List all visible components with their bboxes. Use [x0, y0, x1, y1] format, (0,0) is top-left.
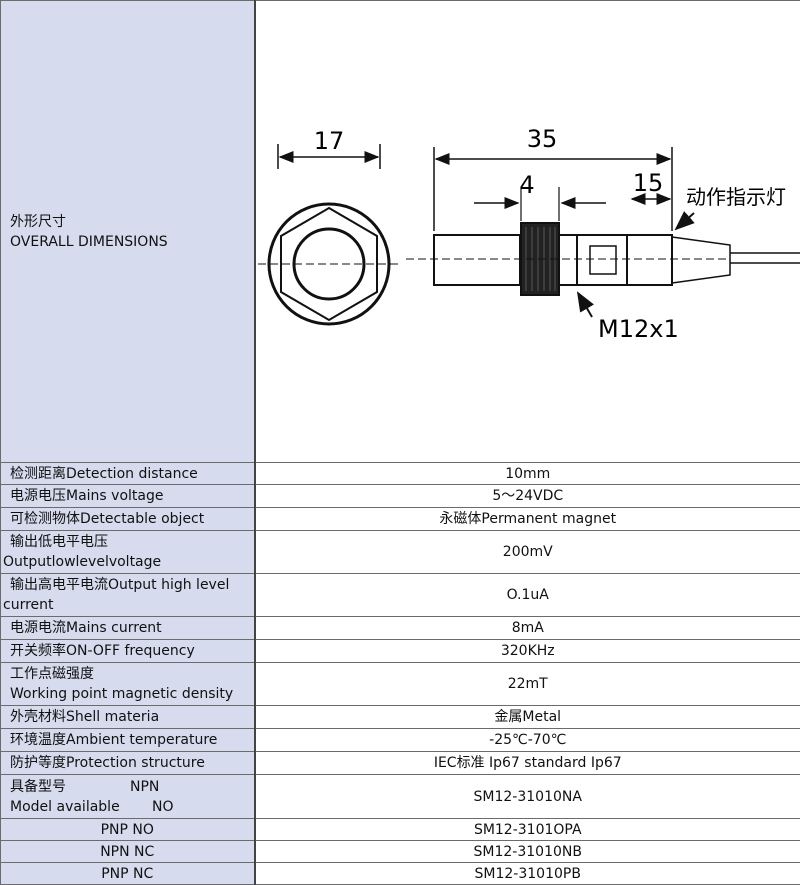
- spec-row: 外壳材料Shell materia 金属Metal: [0, 705, 800, 729]
- spec-label: 检测距离Detection distance: [10, 465, 198, 482]
- spec-row: 输出高电平电流Output high level current O.1uA: [0, 573, 800, 617]
- model-type: PNP NC: [101, 865, 154, 882]
- spec-label-line2: current: [3, 597, 54, 613]
- model-value: SM12-31010PB: [254, 862, 800, 885]
- model-type-b: NO: [152, 798, 174, 815]
- model-type: PNP NO: [100, 821, 154, 838]
- thread-label: M12x1: [598, 315, 679, 343]
- dim-length-label: 35: [526, 125, 557, 153]
- spec-value: 永磁体Permanent magnet: [254, 507, 800, 531]
- spec-row: 开关频率ON-OFF frequency 320KHz: [0, 639, 800, 663]
- spec-row: 输出低电平电压 Outputlowlevelvoltage 200mV: [0, 530, 800, 574]
- model-type-a: NPN: [130, 778, 160, 795]
- spec-label: 电源电压Mains voltage: [10, 488, 164, 504]
- spec-row: 环境温度Ambient temperature -25℃-70℃: [0, 728, 800, 752]
- front-view: 17: [257, 127, 400, 326]
- spec-value: O.1uA: [254, 573, 800, 617]
- spec-row: 检测距离Detection distance 10mm: [0, 462, 800, 485]
- dim-width-label: 17: [313, 127, 344, 155]
- spec-label-line2: Outputlowlevelvoltage: [3, 554, 162, 570]
- spec-value: 5～24VDC: [254, 484, 800, 508]
- spec-label: 开关频率ON-OFF frequency: [10, 643, 195, 659]
- model-value: SM12-3101OPA: [254, 818, 800, 841]
- spec-value: 22mT: [254, 662, 800, 706]
- spec-value: 200mV: [254, 530, 800, 574]
- spec-label: 电源电流Mains current: [10, 620, 162, 636]
- model-head-cn: 具备型号: [10, 778, 66, 795]
- spec-label-line1: 输出低电平电压: [10, 534, 108, 550]
- model-row: 具备型号 NPN Model available NO SM12-31010NA: [0, 774, 800, 819]
- spec-label-line2: Working point magnetic density: [10, 686, 234, 702]
- spec-row: 电源电压Mains voltage 5～24VDC: [0, 484, 800, 508]
- spec-value: 8mA: [254, 616, 800, 640]
- dimensions-drawing-cell: 17 35 4: [254, 0, 800, 463]
- indicator-label: 动作指示灯: [686, 185, 786, 209]
- spec-value: 10mm: [254, 462, 800, 485]
- spec-row: 可检测物体Detectable object 永磁体Permanent magn…: [0, 507, 800, 531]
- spec-label-line1: 工作点磁强度: [10, 666, 94, 682]
- spec-value: 320KHz: [254, 639, 800, 663]
- spec-row: 防护等度Protection structure IEC标准 Ip67 stan…: [0, 751, 800, 775]
- dimension-drawing: 17 35 4: [257, 125, 800, 343]
- model-row: NPN NC SM12-31010NB: [0, 840, 800, 863]
- dimensions-label-en: OVERALL DIMENSIONS: [10, 233, 168, 250]
- dim-nut-label: 4: [519, 171, 534, 199]
- model-row: PNP NO SM12-3101OPA: [0, 818, 800, 841]
- model-value: SM12-31010NB: [254, 840, 800, 863]
- dimensions-label-cell: 外形尺寸 OVERALL DIMENSIONS: [0, 0, 256, 463]
- spec-row: 工作点磁强度 Working point magnetic density 22…: [0, 662, 800, 706]
- spec-label: 防护等度Protection structure: [10, 755, 205, 771]
- spec-value: IEC标准 Ip67 standard Ip67: [254, 751, 800, 775]
- side-view: 35 4 15: [405, 125, 800, 343]
- spec-label: 环境温度Ambient temperature: [10, 732, 218, 748]
- model-row: PNP NC SM12-31010PB: [0, 862, 800, 885]
- dim-tail-label: 15: [632, 169, 663, 197]
- model-type: NPN NC: [100, 843, 155, 860]
- spec-row: 电源电流Mains current 8mA: [0, 616, 800, 640]
- spec-label: 可检测物体Detectable object: [10, 511, 205, 527]
- dimensions-row: 外形尺寸 OVERALL DIMENSIONS: [0, 0, 800, 463]
- dimensions-label-cn: 外形尺寸: [10, 213, 66, 230]
- spec-value: 金属Metal: [254, 705, 800, 729]
- model-head-en: Model available: [10, 798, 120, 815]
- spec-label: 外壳材料Shell materia: [10, 709, 160, 725]
- spec-label-line1: 输出高电平电流Output high level: [10, 577, 230, 593]
- spec-value: -25℃-70℃: [254, 728, 800, 752]
- model-value: SM12-31010NA: [254, 774, 800, 819]
